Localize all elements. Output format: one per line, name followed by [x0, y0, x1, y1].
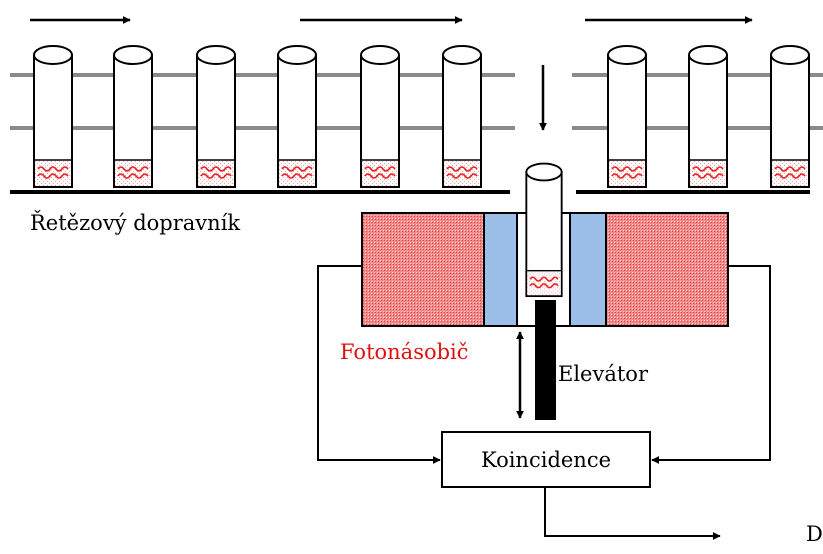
vial-icon: [607, 45, 647, 188]
vial-icon: [277, 45, 317, 188]
signal-line-right: [651, 265, 771, 464]
signal-line-left: [317, 265, 441, 464]
vial-icon: [525, 162, 563, 298]
output-arrow: [544, 487, 721, 540]
photomultiplier-label: Fotonásobič: [340, 340, 469, 364]
conveyor-label: Řetězový dopravník: [30, 211, 240, 235]
elevator-label: Elevátor: [558, 362, 649, 386]
elevator-rod: [535, 300, 556, 420]
output-label: D: [806, 522, 823, 546]
vial-icon: [360, 45, 400, 188]
vial-icon: [33, 45, 73, 188]
vial-icon: [688, 45, 728, 188]
coincidence-label: Koincidence: [481, 448, 611, 472]
vial-icon: [442, 45, 482, 188]
vial-icon: [770, 45, 810, 188]
vial-icon: [196, 45, 236, 188]
vial-icon: [113, 45, 153, 188]
